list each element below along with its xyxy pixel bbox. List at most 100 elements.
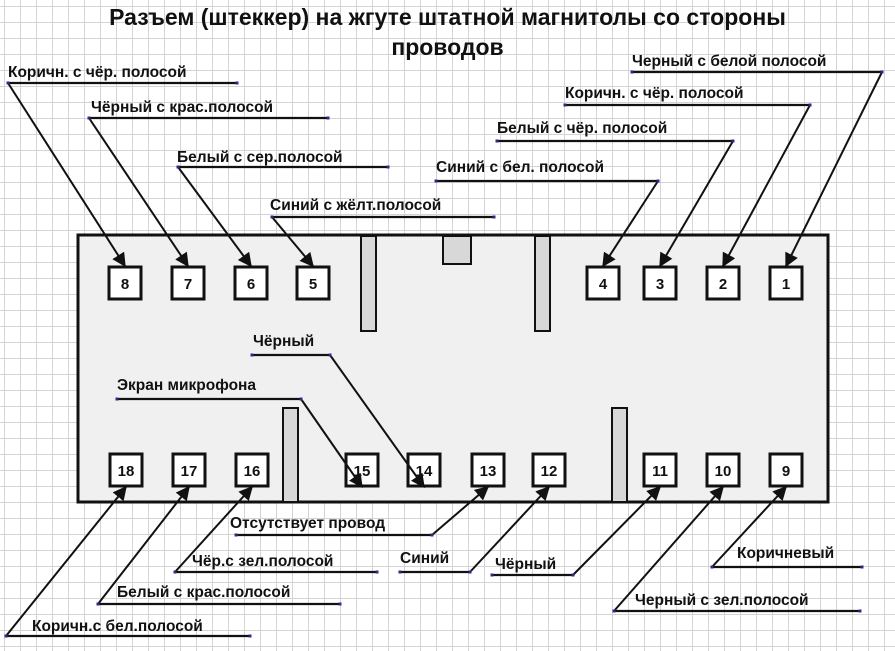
selection-handle xyxy=(612,609,616,613)
pin-number: 2 xyxy=(719,276,727,293)
wire-label: Чёр.с зел.полосой xyxy=(192,553,333,570)
housing-rib xyxy=(534,235,551,332)
selection-handle xyxy=(563,103,567,107)
selection-handle xyxy=(731,139,735,143)
pin-number: 3 xyxy=(656,276,664,293)
leader-arrow xyxy=(174,485,253,573)
selection-handle xyxy=(430,533,434,537)
leader-arrow xyxy=(88,117,189,268)
pin-number: 16 xyxy=(244,463,261,480)
selection-handle xyxy=(880,70,884,74)
leader-arrow xyxy=(97,485,190,605)
wire-callout-pin-1: Черный с белой полосой xyxy=(630,53,884,268)
pin-box[interactable] xyxy=(295,265,331,301)
pin-box[interactable] xyxy=(170,265,206,301)
pin-9[interactable]: 9 xyxy=(768,452,804,488)
pin-7[interactable]: 7 xyxy=(170,265,206,301)
leader-arrow xyxy=(722,104,811,268)
wire-label: Черный с зел.полосой xyxy=(635,592,809,609)
pin-8[interactable]: 8 xyxy=(107,265,143,301)
selection-handle xyxy=(858,609,862,613)
selection-handle xyxy=(115,397,119,401)
pin-number: 4 xyxy=(599,276,608,293)
pin-number: 1 xyxy=(782,276,790,293)
pin-number: 12 xyxy=(541,463,558,480)
pin-12[interactable]: 12 xyxy=(531,452,567,488)
wire-label: Коричн.с бел.полосой xyxy=(32,618,203,635)
selection-handle xyxy=(375,570,379,574)
leader-arrow xyxy=(711,485,787,568)
leader-arrow xyxy=(329,354,425,489)
housing-key xyxy=(442,235,472,265)
pin-box[interactable] xyxy=(768,452,804,488)
pin-11[interactable]: 11 xyxy=(642,452,678,488)
pin-box[interactable] xyxy=(768,265,804,301)
pin-number: 5 xyxy=(309,276,317,293)
selection-handle xyxy=(710,565,714,569)
wire-callout-pin-7: Чёрный с крас.полосой xyxy=(87,99,330,268)
wire-label: Черный с белой полосой xyxy=(632,53,826,70)
wire-callout-pin-10: Черный с зел.полосой xyxy=(612,485,862,613)
housing-rib xyxy=(282,407,299,503)
pin-box[interactable] xyxy=(585,265,621,301)
pin-number: 18 xyxy=(118,463,135,480)
selection-handle xyxy=(4,634,8,638)
housing-rib xyxy=(611,407,628,503)
wire-label: Коричневый xyxy=(737,545,834,562)
pin-13[interactable]: 13 xyxy=(470,452,506,488)
wire-callout-pin-3: Белый с чёр. полосой xyxy=(495,120,735,268)
wire-callout-pin-8: Коричн. с чёр. полосой xyxy=(6,64,239,268)
selection-handle xyxy=(386,165,390,169)
selection-handle xyxy=(176,165,180,169)
leader-arrow xyxy=(271,216,314,268)
wire-label: Экран микрофона xyxy=(117,377,256,394)
wire-label: Чёрный xyxy=(495,556,556,573)
leader-arrow xyxy=(613,485,724,612)
wire-label: Белый с чёр. полосой xyxy=(497,120,667,137)
pin-6[interactable]: 6 xyxy=(233,265,269,301)
selection-handle xyxy=(495,139,499,143)
pin-box[interactable] xyxy=(642,452,678,488)
pin-box[interactable] xyxy=(108,452,144,488)
selection-handle xyxy=(270,215,274,219)
wire-callout-pin-2: Коричн. с чёр. полосой xyxy=(563,85,812,268)
pin-17[interactable]: 17 xyxy=(171,452,207,488)
pin-box[interactable] xyxy=(171,452,207,488)
wire-label: Синий xyxy=(400,550,449,567)
selection-handle xyxy=(860,565,864,569)
pin-number: 17 xyxy=(181,463,198,480)
pin-18[interactable]: 18 xyxy=(108,452,144,488)
pin-box[interactable] xyxy=(531,452,567,488)
pin-3[interactable]: 3 xyxy=(642,265,678,301)
leader-arrow xyxy=(659,140,734,268)
pin-number: 6 xyxy=(247,276,255,293)
wire-label: Коричн. с чёр. полосой xyxy=(8,64,187,81)
pin-box[interactable] xyxy=(705,265,741,301)
selection-handle xyxy=(96,602,100,606)
pin-box[interactable] xyxy=(233,265,269,301)
wire-callout-pin-17: Белый с крас.полосой xyxy=(96,485,342,606)
pin-5[interactable]: 5 xyxy=(295,265,331,301)
wire-callout-pin-9: Коричневый xyxy=(710,485,864,569)
pin-10[interactable]: 10 xyxy=(705,452,741,488)
wire-label: Отсутствует провод xyxy=(230,515,385,532)
selection-handle xyxy=(250,353,254,357)
wire-label: Синий с бел. полосой xyxy=(436,159,604,176)
wire-label: Коричн. с чёр. полосой xyxy=(565,85,744,102)
wire-callout-pin-6: Белый с сер.полосой xyxy=(176,149,390,268)
selection-handle xyxy=(571,573,575,577)
pin-4[interactable]: 4 xyxy=(585,265,621,301)
pin-2[interactable]: 2 xyxy=(705,265,741,301)
selection-handle xyxy=(173,570,177,574)
leader-arrow xyxy=(7,82,126,268)
wire-callout-pin-4: Синий с бел. полосой xyxy=(434,159,660,268)
selection-handle xyxy=(234,533,238,537)
wire-label: Белый с сер.полосой xyxy=(177,149,343,166)
selection-handle xyxy=(490,573,494,577)
selection-handle xyxy=(656,179,660,183)
pin-16[interactable]: 16 xyxy=(234,452,270,488)
pin-box[interactable] xyxy=(470,452,506,488)
pin-1[interactable]: 1 xyxy=(768,265,804,301)
pin-number: 11 xyxy=(652,463,668,480)
